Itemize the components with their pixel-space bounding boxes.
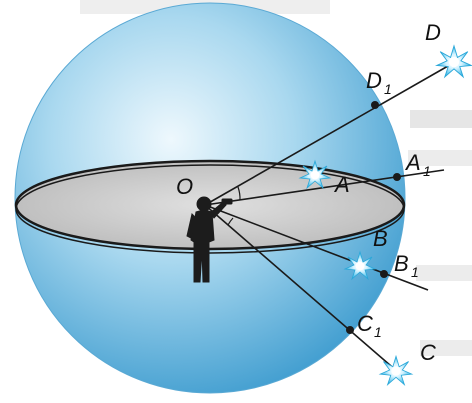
point-d1 bbox=[371, 101, 379, 109]
label-o: O bbox=[176, 174, 193, 199]
label-c1-sub: 1 bbox=[374, 324, 382, 340]
label-b: B bbox=[373, 226, 388, 251]
label-a1: A bbox=[404, 150, 421, 175]
label-c: C bbox=[420, 340, 436, 365]
line-od bbox=[204, 61, 456, 206]
point-c1 bbox=[346, 326, 354, 334]
observer-person-icon bbox=[186, 196, 233, 283]
star-d-icon bbox=[436, 45, 472, 78]
label-d1-sub: 1 bbox=[384, 81, 392, 97]
projection-points bbox=[346, 101, 401, 334]
angle-arcs bbox=[227, 186, 241, 226]
line-ob bbox=[204, 204, 429, 291]
point-a1 bbox=[393, 173, 401, 181]
label-c1: C bbox=[357, 311, 373, 336]
label-b1-sub: 1 bbox=[411, 264, 419, 280]
label-a1-sub: 1 bbox=[423, 163, 431, 179]
label-d1: D bbox=[366, 68, 382, 93]
line-oa bbox=[204, 169, 445, 206]
label-b1: B bbox=[394, 251, 409, 276]
point-b1 bbox=[380, 270, 388, 278]
line-oc bbox=[204, 204, 399, 373]
sight-lines bbox=[204, 61, 456, 373]
label-a: A bbox=[333, 172, 350, 197]
label-d: D bbox=[425, 20, 441, 45]
horizon-plane-edge bbox=[15, 164, 405, 254]
